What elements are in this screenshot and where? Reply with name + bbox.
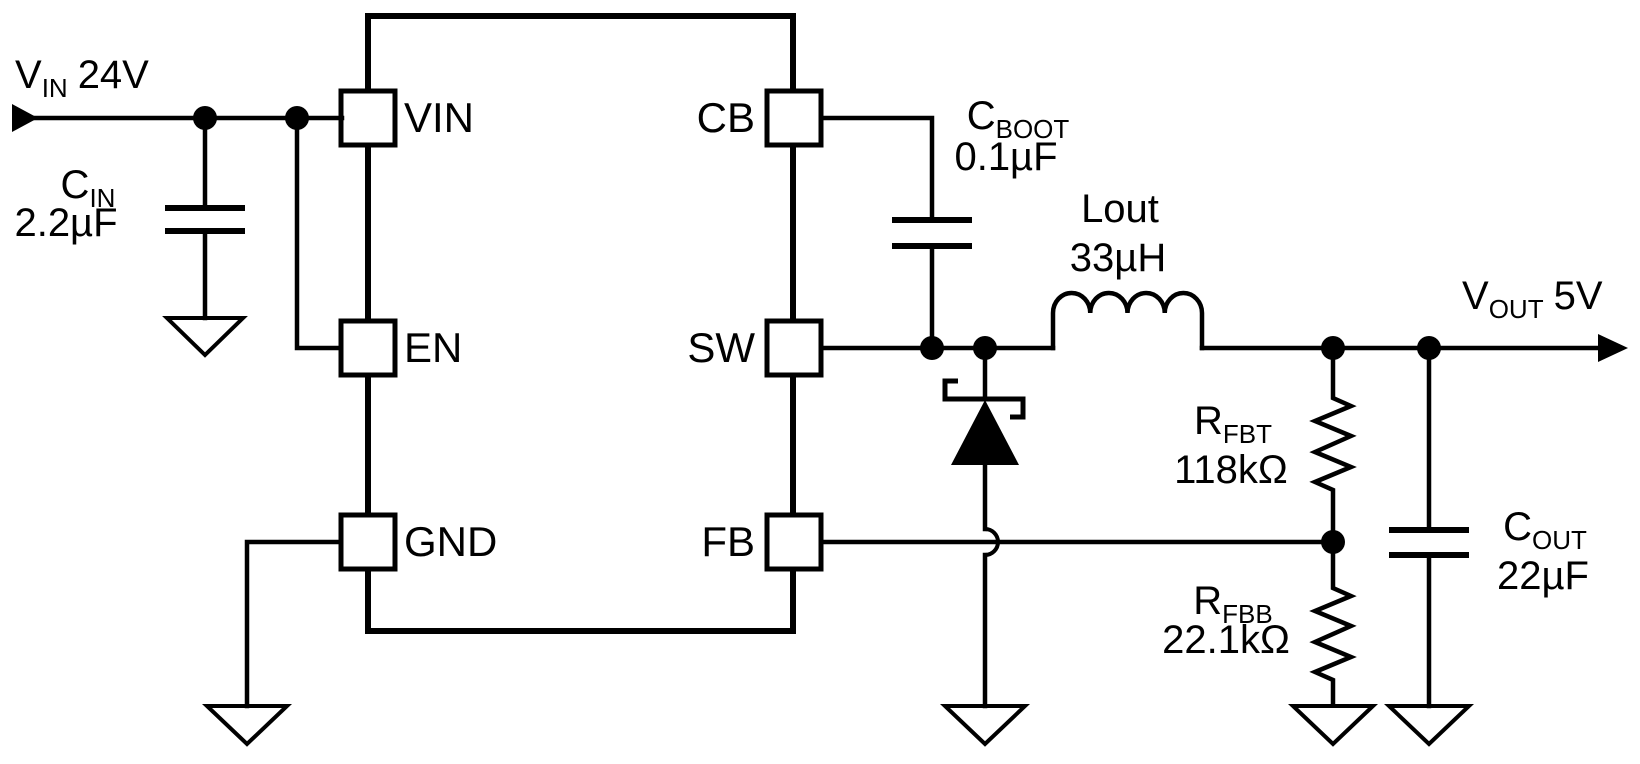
rfbt-name-label: RFBT xyxy=(1194,399,1272,449)
rfbb-value-label: 22.1kΩ xyxy=(1162,618,1290,662)
cout-symbol: C xyxy=(1503,505,1532,549)
inductor-coil-icon xyxy=(1050,290,1205,351)
rfbt-value-label: 118kΩ xyxy=(1174,448,1288,492)
rfbb-zigzag-icon xyxy=(1309,542,1357,706)
cin-symbol: C xyxy=(61,163,90,207)
feedback-net xyxy=(818,530,1345,554)
cout-subscript: OUT xyxy=(1532,525,1587,555)
pin-label-fb: FB xyxy=(701,518,755,565)
capacitor-cboot: CBOOT 0.1µF xyxy=(818,94,1070,350)
vin-net-symbol: V xyxy=(15,53,42,97)
pin-label-en: EN xyxy=(404,324,462,371)
lout-name-label: Lout xyxy=(1081,187,1159,231)
pin-label-vin: VIN xyxy=(404,94,474,141)
pin-box-gnd xyxy=(338,512,398,572)
pin-label-gnd: GND xyxy=(404,518,497,565)
wire-gnd-branch xyxy=(244,539,344,709)
vout-net-label: VOUT 5V xyxy=(1462,274,1603,324)
schottky-diode xyxy=(939,345,1031,747)
input-arrow-icon xyxy=(12,104,38,132)
lout-value-label: 33µH xyxy=(1070,236,1166,280)
capacitor-cout: COUT 22µF xyxy=(1383,345,1589,747)
diode-cathode-bar-icon xyxy=(942,378,1026,420)
cboot-name-label: CBOOT xyxy=(967,94,1070,144)
resistor-rfbt: RFBT 118kΩ xyxy=(1174,348,1357,542)
cout-value-label: 22µF xyxy=(1497,554,1589,598)
pin-label-sw: SW xyxy=(687,324,755,371)
cboot-subscript: BOOT xyxy=(996,114,1070,144)
output-net: VOUT 5V xyxy=(1199,274,1628,362)
vout-net-symbol: V xyxy=(1462,274,1489,318)
pin-box-cb xyxy=(764,88,824,148)
ground-symbol-diode xyxy=(939,704,1031,747)
gnd-pin-net xyxy=(201,539,344,747)
rfbb-name-label: RFBB xyxy=(1193,579,1272,629)
cboot-symbol: C xyxy=(967,94,996,138)
diode-triangle-icon xyxy=(951,400,1019,465)
rfbb-symbol: R xyxy=(1193,579,1222,623)
switch-node-net xyxy=(818,336,1056,360)
vin-net-label: VIN 24V xyxy=(15,53,149,103)
resistor-rfbb: RFBB 22.1kΩ xyxy=(1162,542,1379,747)
pin-box-en xyxy=(338,318,398,378)
vin-net-subscript: IN xyxy=(42,73,68,103)
rfbt-zigzag-icon xyxy=(1309,348,1357,542)
ground-symbol-cout xyxy=(1383,704,1475,747)
cin-name-label: CIN xyxy=(61,163,116,213)
junction-dot-cboot xyxy=(920,336,944,360)
cin-value-label: 2.2µF xyxy=(14,201,117,245)
pin-label-cb: CB xyxy=(697,94,755,141)
cin-subscript: IN xyxy=(89,183,115,213)
rfbt-symbol: R xyxy=(1194,399,1223,443)
pin-box-vin xyxy=(338,88,398,148)
regulator-ic: VIN EN GND CB SW FB xyxy=(338,13,824,634)
wire-cb-branch xyxy=(818,115,935,220)
vout-net-value: 5V xyxy=(1554,274,1603,318)
vout-net-subscript: OUT xyxy=(1489,294,1544,324)
cboot-value-label: 0.1µF xyxy=(954,135,1057,179)
ground-symbol-rfbb xyxy=(1287,704,1379,747)
cout-name-label: COUT xyxy=(1503,505,1587,555)
rfbb-subscript: FBB xyxy=(1222,599,1273,629)
wire-en-branch xyxy=(294,115,344,351)
capacitor-cin: CIN 2.2µF xyxy=(14,115,248,358)
rfbt-subscript: FBT xyxy=(1223,419,1272,449)
pin-box-fb xyxy=(764,512,824,572)
pin-box-sw xyxy=(764,318,824,378)
ground-symbol-ic xyxy=(201,704,293,747)
inductor-lout: Lout 33µH xyxy=(1050,187,1205,351)
vin-net-value: 24V xyxy=(78,53,149,97)
output-arrow-icon xyxy=(1598,334,1628,362)
ground-symbol-cin xyxy=(162,316,248,358)
